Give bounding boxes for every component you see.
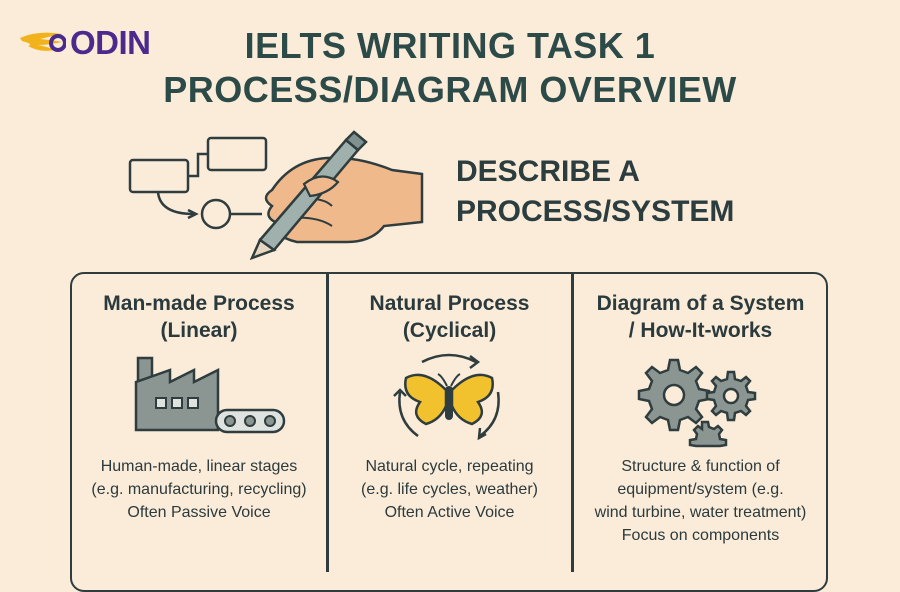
logo-text: ODIN: [70, 24, 151, 61]
subtitle: DESCRIBE A PROCESS/SYSTEM: [456, 152, 734, 232]
brand-logo[interactable]: ODIN: [18, 24, 151, 62]
desc-line: wind turbine, water treatment): [594, 504, 807, 521]
title-line-1: IELTS WRITING TASK 1: [244, 25, 656, 66]
desc-line: Structure & function of: [621, 458, 780, 475]
hand-drawing-flowchart-icon: [128, 130, 424, 260]
column-natural: Natural Process (Cyclical): [328, 290, 571, 344]
column-divider: [571, 272, 574, 572]
column-title-line-2: (Cyclical): [402, 319, 497, 342]
column-system: Diagram of a System / How-It-works: [573, 290, 828, 344]
column-title-line-2: / How-It-works: [628, 319, 773, 342]
column-description: Natural cycle, repeating (e.g. life cycl…: [328, 455, 571, 524]
column-title-line-1: Man-made Process: [103, 292, 295, 315]
subtitle-line-1: DESCRIBE A: [456, 155, 640, 188]
gears-icon: [637, 358, 757, 448]
column-title-line-2: (Linear): [160, 319, 238, 342]
column-title-line-1: Diagram of a System: [596, 292, 805, 315]
desc-line: Often Active Voice: [384, 504, 515, 521]
column-title-line-1: Natural Process: [369, 292, 530, 315]
desc-line: (e.g. life cycles, weather): [361, 481, 538, 498]
desc-line: Focus on components: [621, 527, 780, 544]
column-title: Diagram of a System / How-It-works: [573, 290, 828, 344]
column-divider: [326, 272, 329, 572]
column-title: Man-made Process (Linear): [72, 290, 326, 344]
desc-line: Human-made, linear stages: [100, 458, 298, 475]
factory-conveyor-icon: [134, 356, 286, 434]
column-man-made: Man-made Process (Linear): [72, 290, 326, 344]
desc-line: Often Passive Voice: [127, 504, 271, 521]
wing-icon: [20, 32, 66, 52]
column-description: Structure & function of equipment/system…: [573, 455, 828, 547]
subtitle-line-2: PROCESS/SYSTEM: [456, 195, 735, 228]
column-description: Human-made, linear stages (e.g. manufact…: [72, 455, 326, 524]
desc-line: (e.g. manufacturing, recycling): [91, 481, 307, 498]
butterfly-cycle-icon: [393, 353, 500, 441]
desc-line: equipment/system (e.g.: [617, 481, 784, 498]
page-title: IELTS WRITING TASK 1 PROCESS/DIAGRAM OVE…: [0, 24, 900, 112]
column-title: Natural Process (Cyclical): [328, 290, 571, 344]
title-line-2: PROCESS/DIAGRAM OVERVIEW: [163, 69, 737, 110]
desc-line: Natural cycle, repeating: [365, 458, 534, 475]
